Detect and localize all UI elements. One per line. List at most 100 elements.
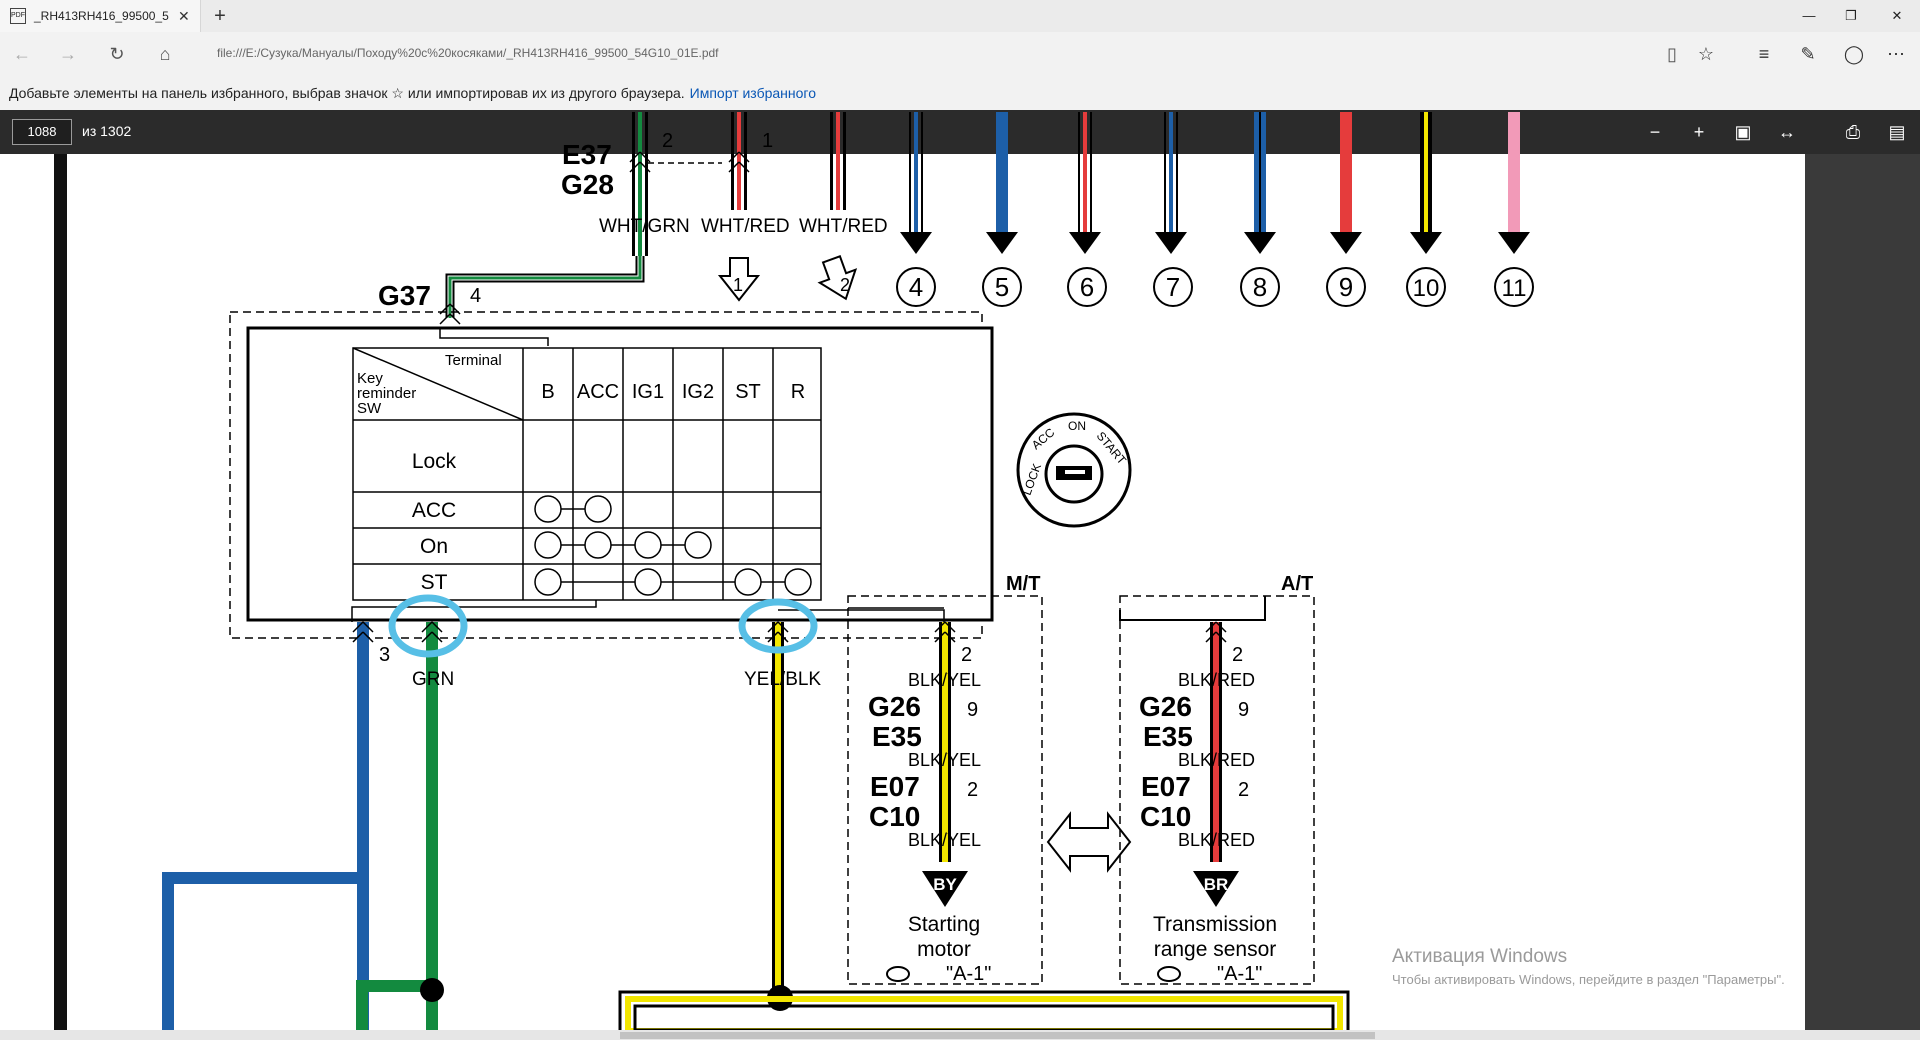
mt-pin-2-label: 2 [961,644,972,666]
highlight-circle-2 [738,598,818,654]
mt-connector-e07: E07 [870,771,920,802]
at-connector-c10: C10 [1140,801,1191,832]
highlight-circle-1 [388,594,468,658]
close-window-button[interactable]: ✕ [1891,8,1903,23]
connector-e37-label: E37 [562,139,612,170]
fit-width-icon[interactable]: ↔ [1778,122,1796,142]
table-key-label: Key [357,370,383,387]
at-wire-label-1: BLK/RED [1178,670,1255,690]
save-icon[interactable]: ▤ [1888,122,1906,142]
web-note-icon[interactable]: ✎ [1800,44,1816,64]
col-ig2: IG2 [682,381,714,403]
address-bar[interactable]: file:///E:/Сузука/Мануалы/Походу%20с%20к… [217,46,719,60]
mt-wire-label-1: BLK/YEL [908,670,981,690]
mt-wire-label-3: BLK/YEL [908,830,981,850]
at-pin-2b-label: 2 [1238,779,1249,801]
row-acc: ACC [412,499,456,522]
wire-yel-blk-label: YEL/BLK [744,669,821,690]
mt-connector-e35: E35 [872,721,922,752]
col-acc: ACC [577,381,619,403]
tab-bar: PDF _RH413RH416_99500_5 ✕ + — ❐ ✕ [0,0,1920,32]
wire-arrows [900,112,1530,254]
connector-g28-label: G28 [561,169,614,200]
table-terminal-label: Terminal [445,352,502,369]
mt-pin-2b-label: 2 [967,779,978,801]
row-lock: Lock [412,450,457,473]
scrollbar-thumb[interactable] [620,1032,1375,1039]
reading-view-icon[interactable]: ▯ [1667,44,1677,64]
pin-2-label: 2 [662,130,673,152]
wire-number-6: 6 [1080,272,1094,302]
wire-number-10: 10 [1413,275,1440,302]
table-reminder-label: reminder [357,385,416,402]
more-icon[interactable]: ⋯ [1887,44,1905,64]
col-ig1: IG1 [632,381,664,403]
forward-arrow-icon[interactable]: → [59,44,77,64]
col-st: ST [735,381,761,403]
at-pin-9-label: 9 [1238,699,1249,721]
mt-label: M/T [1006,573,1040,595]
terminal-table [352,347,822,601]
back-arrow-icon[interactable]: ← [13,44,31,64]
wire-grn-label: GRN [412,669,454,690]
mt-wire-label-2: BLK/YEL [908,750,981,770]
page-number-input[interactable]: 1088 [12,119,72,145]
at-label: A/T [1281,573,1313,595]
wire-number-5: 5 [995,272,1009,302]
new-tab-button[interactable]: + [214,5,226,27]
transmission-sensor-label-1: Transmission [1153,913,1277,936]
refresh-icon[interactable]: ↻ [109,44,125,64]
at-connector-e35: E35 [1143,721,1193,752]
double-arrow-icon [1046,811,1132,873]
tab-title: _RH413RH416_99500_5 [34,9,169,23]
share-icon[interactable]: ◯ [1843,44,1865,64]
fit-page-icon[interactable]: ▣ [1734,122,1752,142]
at-ref-label: "A-1" [1217,963,1262,985]
page-border-left [54,154,67,1030]
page-count: из 1302 [82,123,132,139]
transmission-sensor-label-2: range sensor [1154,938,1277,961]
navigation-bar: ← → ↻ ⌂ file:///E:/Сузука/Мануалы/Походу… [0,32,1920,76]
home-icon[interactable]: ⌂ [159,44,171,64]
at-wire-label-3: BLK/RED [1178,830,1255,850]
favorites-bar: Добавьте элементы на панель избранного, … [0,76,1920,111]
at-pin-2-label: 2 [1232,644,1243,666]
starting-motor-label-2: motor [917,938,971,961]
row-st: ST [421,571,448,594]
zoom-out-icon[interactable]: − [1649,122,1661,142]
at-wire-label-2: BLK/RED [1178,750,1255,770]
horizontal-scrollbar[interactable] [0,1030,1920,1040]
print-icon[interactable]: ⎙ [1845,122,1861,142]
import-favorites-link[interactable]: Импорт избранного [689,85,816,101]
pdf-toolbar: 1088 из 1302 − + ▣ ↔ ⎙ ▤ [0,110,1920,154]
browser-tab[interactable]: PDF _RH413RH416_99500_5 ✕ [0,0,201,32]
pin-1-label: 1 [762,130,773,152]
minimize-button[interactable]: — [1802,8,1816,23]
wire-wht-red-label-1: WHT/RED [701,216,790,237]
page-gutter [1805,154,1920,1040]
mt-pin-9-label: 9 [967,699,978,721]
wire-wht-grn-label: WHT/GRN [599,216,690,237]
mt-connector-c10: C10 [869,801,920,832]
col-b: B [541,381,554,403]
hollow-arrow-2-label: 2 [840,275,850,295]
switch-contacts [534,495,812,596]
wire-wht-red-label-2: WHT/RED [799,216,888,237]
favorite-star-icon[interactable]: ☆ [1697,44,1715,64]
starting-motor-label-1: Starting [908,913,980,936]
at-connector-e07: E07 [1141,771,1191,802]
wire-number-11: 11 [1502,275,1527,302]
zoom-in-icon[interactable]: + [1693,122,1705,142]
table-sw-label: SW [357,400,382,417]
maximize-button[interactable]: ❐ [1845,8,1857,23]
at-box [1119,595,1315,985]
mt-ref-label: "A-1" [946,963,991,985]
pin-4-label: 4 [470,285,481,307]
pdf-page-view[interactable]: E37 G28 2 1 WHT/GRN WHT/RED WHT/RED 1 2 … [0,112,1920,1034]
close-tab-icon[interactable]: ✕ [178,7,190,24]
pin-3-label: 3 [379,644,390,666]
mt-connector-g26: G26 [868,691,921,722]
hub-icon[interactable]: ≡ [1758,44,1770,64]
hollow-arrow-1 [717,257,761,302]
mt-eye-icon [886,966,910,982]
